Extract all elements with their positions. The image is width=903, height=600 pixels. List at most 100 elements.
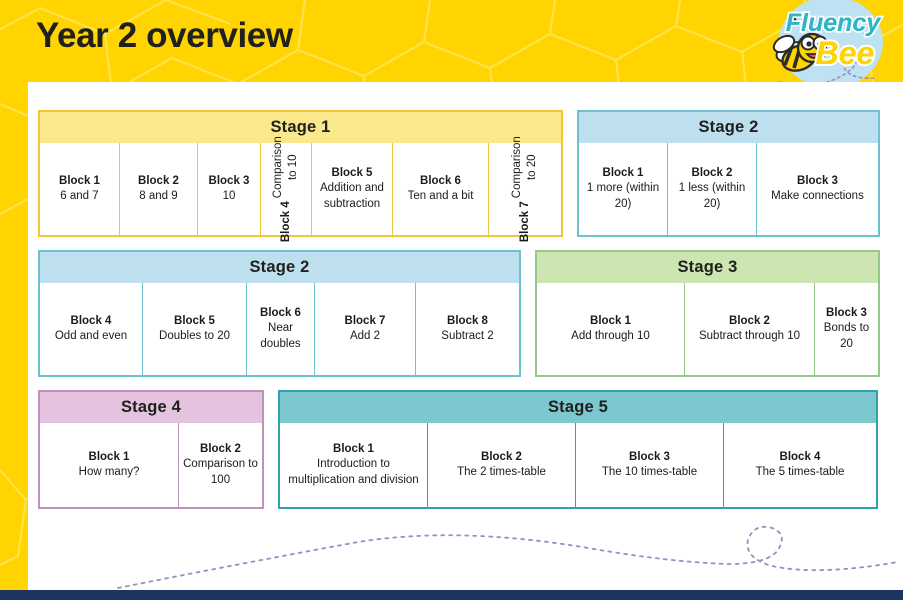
- logo-word-bee: Bee: [816, 35, 875, 71]
- block-subtitle: Comparison to 100: [183, 458, 258, 486]
- stage-header[interactable]: Stage 2: [38, 250, 521, 283]
- block-title: Block 3: [797, 174, 838, 187]
- page-header: Year 2 overview: [0, 0, 903, 88]
- fluency-bee-logo: Fluency Fluency Bee Bee: [772, 0, 883, 88]
- block-subtitle: Comparison to 10: [271, 136, 300, 199]
- block-title: Block 1: [602, 167, 644, 180]
- block-subtitle: Add through 10: [571, 330, 650, 342]
- block-title: Block 1: [59, 174, 100, 187]
- block-subtitle: Odd and even: [54, 330, 128, 342]
- block-cell[interactable]: Block 2 1 less (within 20): [668, 143, 757, 235]
- block-subtitle: Introduction to multiplication and divis…: [288, 458, 419, 486]
- block-subtitle: Comparison to 20: [510, 136, 539, 199]
- stage-blocks: Block 1 1 more (within 20) Block 2 1 less (…: [577, 143, 880, 237]
- block-title: Block 1: [88, 450, 130, 463]
- block-cell[interactable]: Block 3 Bonds to 20: [815, 283, 878, 375]
- stage-group: Stage 5 Block 1 Introduction to multiplica…: [278, 390, 878, 509]
- bee-icon: [772, 17, 833, 72]
- block-cell[interactable]: Block 1 6 and 7: [40, 143, 120, 235]
- block-cell[interactable]: Block 1 1 more (within 20): [579, 143, 668, 235]
- stage-header[interactable]: Stage 3: [535, 250, 880, 283]
- block-title: Block 2: [691, 167, 733, 180]
- stage-row: Stage 2 Block 4 Odd and even Block 5 Doubles…: [38, 250, 893, 377]
- block-title: Block 3: [826, 307, 867, 320]
- svg-text:Bee: Bee: [816, 35, 875, 71]
- stage-header[interactable]: Stage 1: [38, 110, 563, 143]
- block-title: Block 8: [447, 314, 488, 327]
- block-title: Block 2: [481, 450, 522, 463]
- block-cell[interactable]: Block 2 The 2 times-table: [428, 423, 576, 507]
- block-cell[interactable]: Block 4 The 5 times-table: [724, 423, 876, 507]
- block-title: Block 7: [344, 314, 386, 327]
- block-title: Block 1: [333, 443, 374, 456]
- block-subtitle: The 2 times-table: [457, 466, 546, 478]
- block-title: Block 2: [200, 443, 241, 456]
- block-title: Block 4: [779, 450, 821, 463]
- stage-header[interactable]: Stage 5: [278, 390, 878, 423]
- bottom-bar: [0, 590, 903, 600]
- block-cell[interactable]: Block 4 Comparison to 10: [261, 136, 312, 242]
- stage-blocks: Block 1 Introduction to multiplication an…: [278, 423, 878, 509]
- block-cell[interactable]: Block 2 Comparison to 100: [179, 423, 262, 507]
- block-subtitle: The 5 times-table: [755, 466, 845, 478]
- block-cell[interactable]: Block 3 The 10 times-table: [576, 423, 724, 507]
- block-cell[interactable]: Block 1 Introduction to multiplication an…: [280, 423, 428, 507]
- stage-group: Stage 2 Block 4 Odd and even Block 5 Doubles…: [38, 250, 521, 377]
- block-title: Block 2: [729, 314, 770, 327]
- block-cell[interactable]: Block 5 Doubles to 20: [143, 283, 247, 375]
- block-subtitle: 6 and 7: [60, 190, 99, 202]
- block-subtitle: The 10 times-table: [601, 466, 698, 478]
- stage-blocks: Block 1 Add through 10 Block 2 Subtract thr…: [535, 283, 880, 377]
- block-cell[interactable]: Block 4 Odd and even: [40, 283, 143, 375]
- block-subtitle: 1 more (within 20): [586, 182, 660, 210]
- block-subtitle: Ten and a bit: [407, 190, 474, 202]
- block-cell[interactable]: Block 7 Comparison to 20: [489, 136, 561, 242]
- block-subtitle: Bonds to 20: [823, 322, 870, 350]
- block-cell[interactable]: Block 7 Add 2: [315, 283, 416, 375]
- stage-group: Stage 3 Block 1 Add through 10 Block 2 Subtr…: [535, 250, 880, 377]
- block-subtitle: Doubles to 20: [159, 330, 230, 342]
- block-cell[interactable]: Block 1 Add through 10: [537, 283, 685, 375]
- block-cell[interactable]: Block 5 Addition and subtraction: [312, 143, 393, 235]
- block-subtitle: Subtract through 10: [698, 330, 800, 342]
- svg-text:Fluency: Fluency: [786, 9, 882, 37]
- block-title: Block 5: [174, 314, 215, 327]
- block-subtitle: Near doubles: [260, 322, 301, 350]
- block-cell[interactable]: Block 3 Make connections: [757, 143, 878, 235]
- block-title: Block 3: [629, 450, 670, 463]
- block-cell[interactable]: Block 8 Subtract 2: [416, 283, 519, 375]
- block-subtitle: Addition and subtraction: [320, 182, 384, 210]
- block-title: Block 4: [70, 314, 112, 327]
- block-subtitle: 1 less (within 20): [678, 182, 746, 210]
- logo-word-fluency: Fluency: [786, 9, 882, 37]
- block-title: Block 7: [518, 201, 531, 242]
- block-cell[interactable]: Block 2 Subtract through 10: [685, 283, 815, 375]
- stage-group: Stage 2 Block 1 1 more (within 20) Block 2 1…: [577, 110, 880, 237]
- block-subtitle: 8 and 9: [139, 190, 178, 202]
- block-title: Block 3: [208, 174, 250, 187]
- block-subtitle: Add 2: [349, 330, 381, 342]
- block-subtitle: Make connections: [771, 190, 864, 202]
- block-title: Block 4: [279, 201, 292, 242]
- stage-header[interactable]: Stage 2: [577, 110, 880, 143]
- block-title: Block 5: [331, 167, 373, 180]
- block-subtitle: Subtract 2: [441, 330, 494, 342]
- page-title: Year 2 overview: [36, 16, 293, 55]
- block-title: Block 1: [590, 314, 631, 327]
- stage-header[interactable]: Stage 4: [38, 390, 264, 423]
